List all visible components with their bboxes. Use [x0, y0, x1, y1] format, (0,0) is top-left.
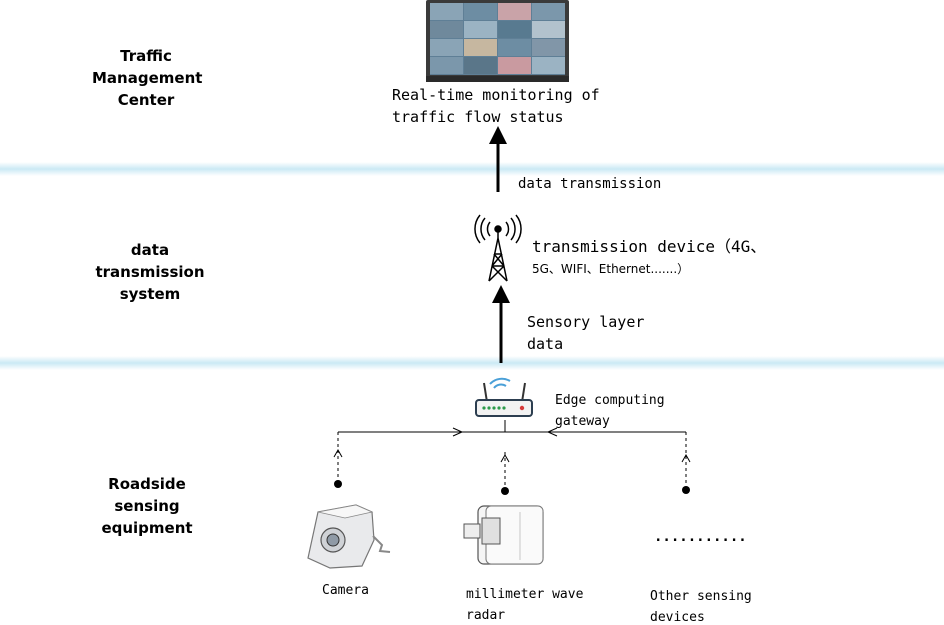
arrow-label-line: data [527, 335, 564, 353]
feeder-radar [500, 452, 510, 495]
gateway-label: Edge computing gateway [555, 390, 665, 432]
layer-label-line: data [130, 241, 170, 259]
router-icon [475, 377, 533, 417]
monitor-caption-line: Real-time monitoring of [392, 86, 600, 104]
radar-label-line: radar [466, 608, 506, 623]
other-devices-label-line: devices [650, 610, 705, 625]
monitor-caption: Real-time monitoring of traffic flow sta… [392, 84, 600, 128]
monitor-caption-line: traffic flow status [392, 108, 564, 126]
gateway-label-line: gateway [555, 414, 610, 429]
radar-label-line: millimeter wave [466, 587, 584, 602]
layer-label-line: Management [92, 69, 203, 87]
layer-label-line: transmission [95, 263, 205, 281]
arrow-label-line: Sensory layer [527, 313, 645, 331]
arrow-label-sensory-layer: Sensory layer data [527, 311, 644, 355]
camera-label: Camera [322, 583, 369, 598]
feeder-camera [333, 432, 343, 488]
layer-label-line: Center [117, 91, 175, 109]
feeder-other [681, 432, 691, 494]
tower-icon [474, 214, 522, 282]
layer-label-data-transmission: data transmission system [86, 239, 214, 305]
tower-label: transmission device（4G、 5G、WIFI、Ethernet… [532, 236, 766, 280]
layer-separator-bottom [0, 356, 944, 370]
radar-label: millimeter wave radar [466, 584, 583, 625]
layer-separator-top [0, 162, 944, 176]
gateway-label-line: Edge computing [555, 393, 665, 408]
other-devices-ellipsis: ........... [654, 529, 747, 545]
layer-label-line: sensing [114, 497, 180, 515]
layer-label-line: equipment [101, 519, 193, 537]
arrow-label-data-transmission: data transmission [518, 176, 662, 192]
radar-icon [463, 505, 544, 565]
layer-label-traffic-center: Traffic Management Center [92, 45, 203, 111]
layer-label-line: system [119, 285, 181, 303]
other-devices-label-line: Other sensing [650, 589, 752, 604]
tower-label-line2: 5G、WIFI、Ethernet.......） [532, 262, 690, 276]
layer-label-line: Traffic [120, 47, 172, 65]
layer-label-line: Roadside [108, 475, 186, 493]
tower-label-line1: transmission device（4G、 [532, 237, 767, 256]
camera-icon [307, 504, 391, 569]
layer-label-roadside: Roadside sensing equipment [88, 473, 206, 539]
other-devices-label: Other sensing devices [650, 586, 752, 625]
monitor-icon [426, 0, 569, 82]
